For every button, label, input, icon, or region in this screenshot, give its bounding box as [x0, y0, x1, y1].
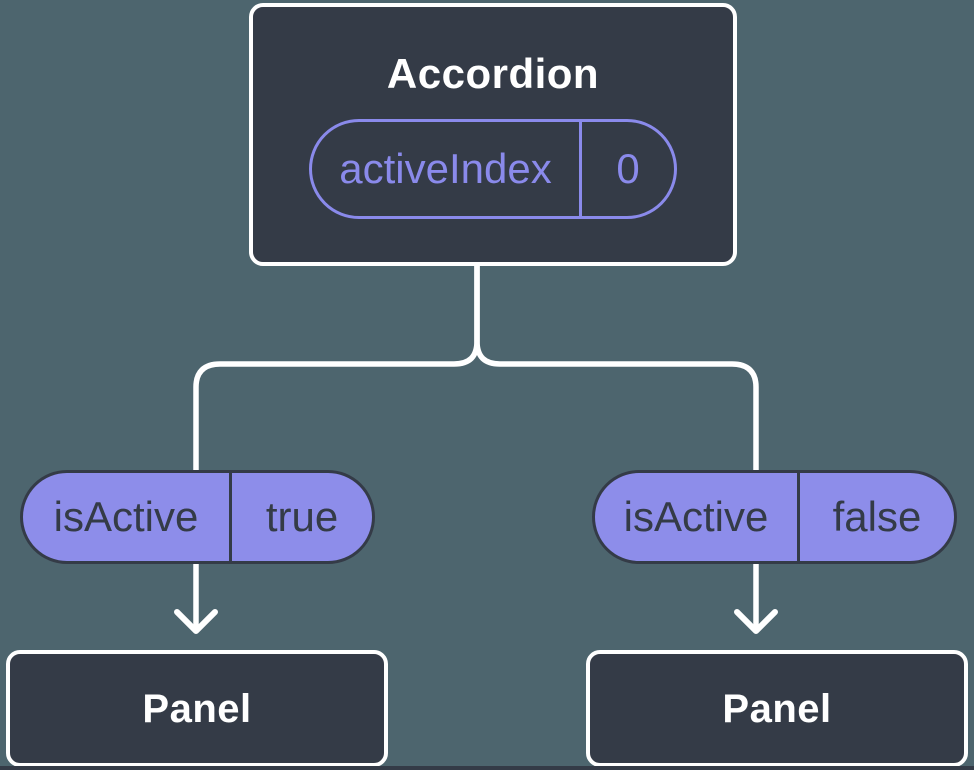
prop-pill-left-value: true [265, 493, 339, 540]
prop-pill-right-name: isActive [595, 473, 800, 561]
bottom-edge-strip [0, 766, 974, 770]
connector-left-branch [193, 257, 480, 632]
panel-node-right: Panel [586, 650, 968, 767]
panel-node-right-title: Panel [722, 686, 832, 731]
arrow-down-icon-right [734, 609, 778, 634]
arrow-down-icon-left [174, 609, 218, 634]
accordion-node: Accordion activeIndex 0 [249, 3, 737, 266]
prop-pill-right: isActive false [592, 470, 957, 564]
state-pill: activeIndex 0 [309, 119, 677, 219]
accordion-node-title: Accordion [386, 50, 600, 97]
prop-pill-left: isActive true [20, 470, 375, 564]
state-pill-value: 0 [616, 145, 640, 192]
state-pill-name: activeIndex [312, 122, 582, 216]
panel-node-left: Panel [6, 650, 388, 767]
prop-pill-left-name: isActive [23, 473, 232, 561]
prop-pill-right-value: false [832, 493, 922, 540]
connector-right-branch [474, 257, 759, 632]
panel-node-left-title: Panel [142, 686, 252, 731]
